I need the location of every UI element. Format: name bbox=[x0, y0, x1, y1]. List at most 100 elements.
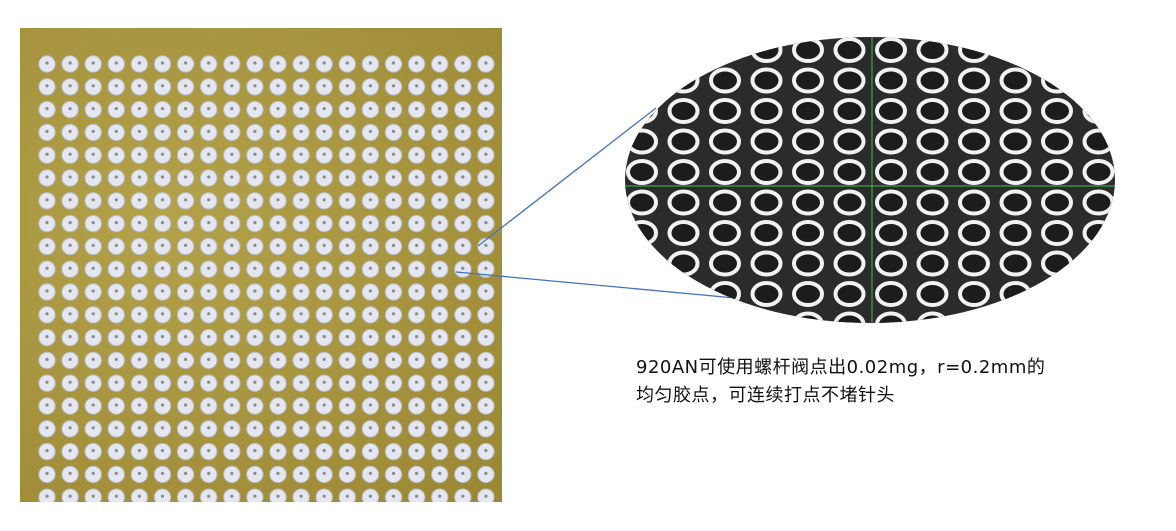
magnified-ring bbox=[750, 220, 783, 246]
glue-dot-tip bbox=[253, 449, 257, 453]
glue-dot-tip bbox=[368, 198, 372, 202]
glue-dot-tip bbox=[438, 403, 442, 407]
glue-dot-tip bbox=[368, 266, 372, 270]
glue-dot-tip bbox=[299, 403, 303, 407]
glue-dot-tip bbox=[114, 335, 118, 339]
glue-dot-tip bbox=[68, 129, 72, 133]
glue-dot-tip bbox=[230, 426, 234, 430]
magnified-ring bbox=[958, 159, 990, 185]
glue-dot-tip bbox=[391, 289, 396, 293]
glue-dot-tip bbox=[391, 312, 396, 316]
magnified-ring bbox=[999, 250, 1032, 277]
glue-dot-tip bbox=[91, 312, 95, 316]
magnified-ring bbox=[750, 67, 783, 94]
glue-dot-tip bbox=[438, 449, 442, 453]
glue-dot-tip bbox=[461, 152, 465, 156]
glue-dot-tip bbox=[438, 107, 442, 111]
glue-dot-tip bbox=[160, 175, 165, 179]
glue-dot-tip bbox=[160, 335, 165, 339]
glue-dot-tip bbox=[368, 221, 372, 225]
glue-dot-tip bbox=[276, 198, 280, 202]
glue-dot-tip bbox=[484, 426, 488, 430]
glue-dot-tip bbox=[299, 426, 303, 430]
magnified-ring bbox=[1082, 98, 1115, 124]
glue-dot-tip bbox=[230, 221, 234, 225]
magnified-ring bbox=[916, 281, 949, 307]
glue-dot-tip bbox=[45, 335, 49, 339]
magnified-ring bbox=[1126, 253, 1154, 275]
glue-dot-tip bbox=[461, 426, 465, 430]
glue-dot-tip bbox=[91, 198, 95, 202]
glue-dot-tip bbox=[322, 289, 326, 293]
glue-dot-tip bbox=[368, 471, 372, 475]
glue-dot-tip bbox=[322, 426, 326, 430]
magnified-ring bbox=[709, 159, 741, 185]
magnified-ring bbox=[875, 67, 907, 94]
glue-dot-tip bbox=[368, 357, 372, 361]
glue-dot-tip bbox=[91, 380, 95, 384]
glue-dot-tip bbox=[207, 175, 211, 179]
glue-dot-tip bbox=[276, 221, 280, 225]
glue-dot-tip bbox=[368, 380, 372, 384]
glue-dot-tip bbox=[438, 152, 442, 156]
glue-dot-tip bbox=[322, 335, 326, 339]
magnified-ring bbox=[999, 281, 1032, 307]
magnified-ring bbox=[999, 98, 1032, 124]
glue-dot-tip bbox=[368, 152, 372, 156]
glue-dot-tip bbox=[230, 243, 234, 247]
glue-dot-tip bbox=[68, 198, 72, 202]
glue-dot-tip bbox=[91, 129, 95, 133]
glue-dot-tip bbox=[160, 266, 165, 270]
glue-dot-tip bbox=[484, 289, 488, 293]
magnified-ring bbox=[833, 189, 866, 216]
glue-dot-tip bbox=[276, 152, 280, 156]
glue-dot-tip bbox=[91, 403, 95, 407]
glue-dot-tip bbox=[91, 221, 95, 225]
glue-dot-tip bbox=[253, 403, 257, 407]
glue-dot-tip bbox=[461, 403, 465, 407]
glue-dot-tip bbox=[68, 61, 72, 65]
glue-dot-tip bbox=[415, 61, 419, 65]
magnified-ring bbox=[792, 128, 824, 155]
glue-dot-tip bbox=[415, 221, 419, 225]
magnified-ring bbox=[792, 220, 824, 246]
glue-dot-tip bbox=[45, 312, 49, 316]
magnified-ring bbox=[1041, 159, 1073, 185]
magnified-ring bbox=[916, 98, 949, 124]
magnified-ring bbox=[1082, 67, 1115, 94]
glue-dot-tip bbox=[45, 152, 49, 156]
glue-dot-tip bbox=[68, 175, 72, 179]
magnified-ring bbox=[1126, 131, 1154, 153]
glue-dot-tip bbox=[322, 266, 326, 270]
glue-dot-tip bbox=[207, 221, 211, 225]
glue-dot-tip bbox=[345, 266, 349, 270]
glue-dot-tip bbox=[322, 471, 326, 475]
glue-dot-tip bbox=[114, 380, 118, 384]
glue-dot-tip bbox=[322, 380, 326, 384]
glue-dot-tip bbox=[276, 61, 280, 65]
magnified-ring bbox=[833, 220, 866, 246]
glue-dot-tip bbox=[160, 403, 165, 407]
glue-dot-tip bbox=[299, 152, 303, 156]
glue-dot-tip bbox=[276, 107, 280, 111]
glue-dot-tip bbox=[253, 152, 257, 156]
glue-dot-tip bbox=[68, 221, 72, 225]
glue-dot-tip bbox=[160, 494, 165, 498]
glue-dot-tip bbox=[299, 357, 303, 361]
magnified-ring bbox=[999, 311, 1032, 323]
glue-dot-tip bbox=[207, 449, 211, 453]
magnified-ring bbox=[1041, 128, 1073, 155]
glue-dot-tip bbox=[299, 494, 303, 498]
glue-dot-tip bbox=[438, 61, 442, 65]
glue-dot-tip bbox=[230, 152, 234, 156]
caption-line-1: 920AN可使用螺杆阀点出0.02mg，r=0.2mm的 bbox=[636, 357, 1046, 378]
glue-dot-tip bbox=[253, 198, 257, 202]
glue-dot-tip bbox=[276, 84, 280, 88]
magnified-ring bbox=[667, 98, 700, 124]
glue-dot-tip bbox=[438, 289, 442, 293]
glue-dot-tip bbox=[391, 266, 396, 270]
glue-dot-tip bbox=[45, 471, 49, 475]
glue-dot-tip bbox=[207, 129, 211, 133]
glue-dot-tip bbox=[160, 357, 165, 361]
magnified-ring bbox=[916, 189, 949, 216]
